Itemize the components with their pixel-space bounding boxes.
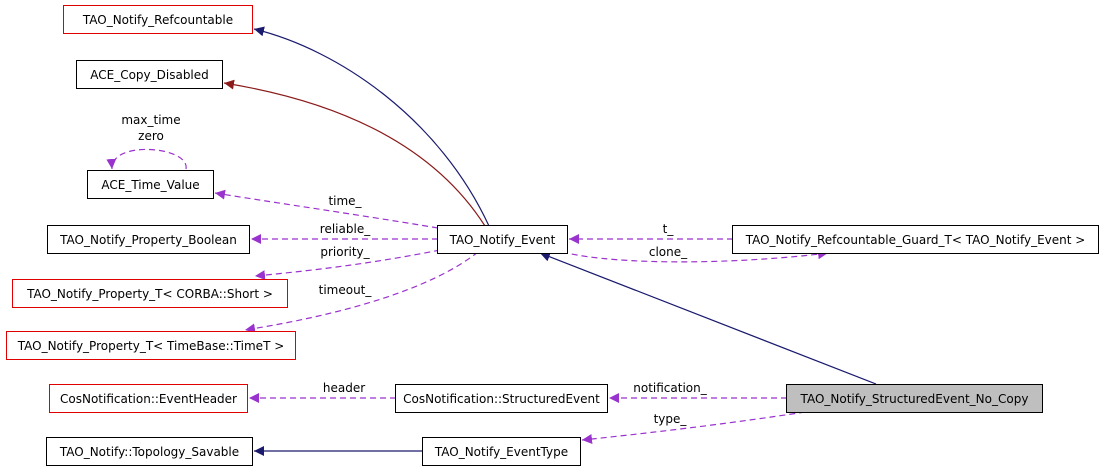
node-cosnotification-structuredevent[interactable]: CosNotification::StructuredEvent: [395, 384, 608, 413]
node-tao-notify-property-boolean[interactable]: TAO_Notify_Property_Boolean: [47, 225, 250, 254]
node-ace-time-value[interactable]: ACE_Time_Value: [87, 170, 214, 199]
edge-label-t: t_: [662, 222, 674, 236]
edge-label-time: time_: [328, 194, 362, 208]
edge-clone: [561, 249, 829, 263]
node-tao-notify-event[interactable]: TAO_Notify_Event: [437, 225, 568, 254]
node-tao-notify-eventtype[interactable]: TAO_Notify_EventType: [422, 437, 581, 466]
edge-label-priority: priority_: [320, 245, 370, 259]
edge-time-value-self: [106, 148, 187, 170]
edge-label-reliable: reliable_: [319, 222, 371, 236]
node-label: TAO_Notify_Event: [449, 232, 556, 247]
edge-time: [214, 189, 439, 229]
node-tao-notify-refcountable-guard[interactable]: TAO_Notify_Refcountable_Guard_T< TAO_Not…: [732, 225, 1099, 254]
node-tao-notify-structuredevent-no-copy[interactable]: TAO_Notify_StructuredEvent_No_Copy: [786, 384, 1043, 413]
edge-event-refcountable: [253, 26, 490, 227]
edge-label-max-time: max_time: [121, 113, 181, 127]
edge-label-type: type_: [653, 412, 687, 426]
node-cosnotification-eventheader[interactable]: CosNotification::EventHeader: [49, 384, 248, 413]
edge-type: [581, 411, 806, 444]
node-label: TAO_Notify_Property_T< CORBA::Short >: [27, 286, 273, 301]
node-label: TAO_Notify_StructuredEvent_No_Copy: [800, 391, 1029, 406]
node-tao-notify-property-short[interactable]: TAO_Notify_Property_T< CORBA::Short >: [12, 279, 288, 308]
node-label: TAO_Notify_Refcountable: [82, 12, 234, 27]
node-label: CosNotification::StructuredEvent: [403, 391, 600, 406]
edge-label-timeout: timeout_: [318, 283, 372, 297]
edge-no-copy-event: [539, 251, 877, 385]
edge-label-notification: notification_: [633, 381, 707, 395]
edge-event-copy-disabled: [223, 79, 486, 227]
edge-timeout: [244, 251, 479, 334]
node-label: ACE_Time_Value: [101, 177, 200, 192]
edge-label-clone: clone_: [648, 245, 688, 259]
node-tao-notify-refcountable[interactable]: TAO_Notify_Refcountable: [63, 5, 253, 34]
node-label: CosNotification::EventHeader: [60, 391, 237, 406]
node-label: TAO_Notify::Topology_Savable: [59, 444, 240, 459]
node-label: TAO_Notify_Refcountable_Guard_T< TAO_Not…: [745, 232, 1086, 247]
edge-label-zero: zero: [138, 129, 164, 143]
edge-label-header: header: [322, 381, 366, 395]
node-tao-notify-property-timet[interactable]: TAO_Notify_Property_T< TimeBase::TimeT >: [6, 331, 296, 360]
node-ace-copy-disabled[interactable]: ACE_Copy_Disabled: [76, 60, 223, 89]
edge-priority: [254, 249, 441, 281]
node-label: TAO_Notify_Property_Boolean: [60, 232, 237, 247]
node-tao-notify-topology-savable[interactable]: TAO_Notify::Topology_Savable: [46, 437, 253, 466]
node-label: ACE_Copy_Disabled: [90, 67, 209, 82]
node-label: TAO_Notify_Property_T< TimeBase::TimeT >: [17, 338, 285, 353]
node-label: TAO_Notify_EventType: [434, 444, 569, 459]
